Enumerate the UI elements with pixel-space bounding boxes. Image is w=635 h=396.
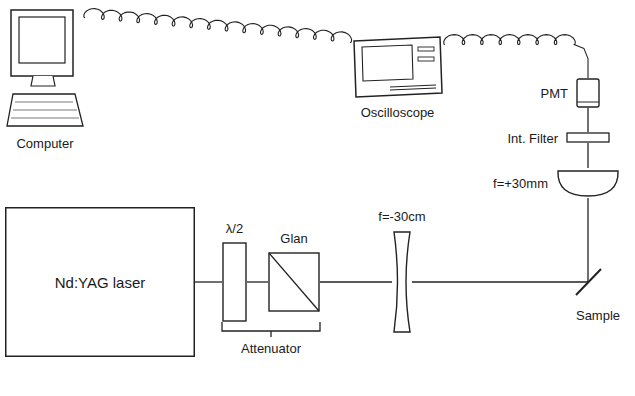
laser-box: Nd:YAG laser <box>5 207 195 357</box>
node-label: f=-30cm <box>378 209 425 224</box>
glan-prism: Glan <box>268 252 320 312</box>
sample-mirror: Sample <box>576 270 600 294</box>
laser-beam <box>587 198 588 270</box>
node-label: Oscilloscope <box>361 105 435 120</box>
oscilloscope-icon-outline <box>350 35 445 99</box>
laser-beam <box>195 281 222 282</box>
convex-lens: f=+30mm <box>556 168 620 198</box>
laser-beam <box>412 281 576 282</box>
sample-mirror-outline <box>576 270 600 294</box>
interference-filter-outline <box>566 132 610 143</box>
node-label: Sample <box>576 308 620 323</box>
laser-beam <box>320 281 392 282</box>
node-label: λ/2 <box>226 221 243 236</box>
laser-beam <box>247 281 268 282</box>
node-label: PMT <box>541 86 568 101</box>
laser-beam <box>587 108 588 132</box>
concave-lens: f=-30cm <box>392 230 412 334</box>
attenuator-bracket <box>222 322 320 337</box>
computer-icon-outline <box>5 8 85 130</box>
half-wave-plate-outline <box>222 242 247 322</box>
signal-cable <box>84 9 352 43</box>
computer-icon: Computer <box>5 8 85 130</box>
node-label: f=+30mm <box>493 176 548 191</box>
oscilloscope-icon: Oscilloscope <box>350 35 445 99</box>
node-label: Int. Filter <box>507 130 558 145</box>
laser-beam <box>587 143 588 168</box>
convex-lens-outline <box>556 168 620 198</box>
node-label: Computer <box>16 136 73 151</box>
node-label: Nd:YAG laser <box>55 274 146 291</box>
node-label: Glan <box>280 231 307 246</box>
group-label: Attenuator <box>241 341 301 356</box>
half-wave-plate: λ/2 <box>222 242 247 322</box>
concave-lens-outline <box>392 230 412 334</box>
glan-prism-outline <box>268 252 320 312</box>
interference-filter: Int. Filter <box>566 132 610 143</box>
pmt-box: PMT <box>576 78 600 108</box>
pmt-box-outline <box>576 78 600 108</box>
signal-cable <box>444 35 588 78</box>
